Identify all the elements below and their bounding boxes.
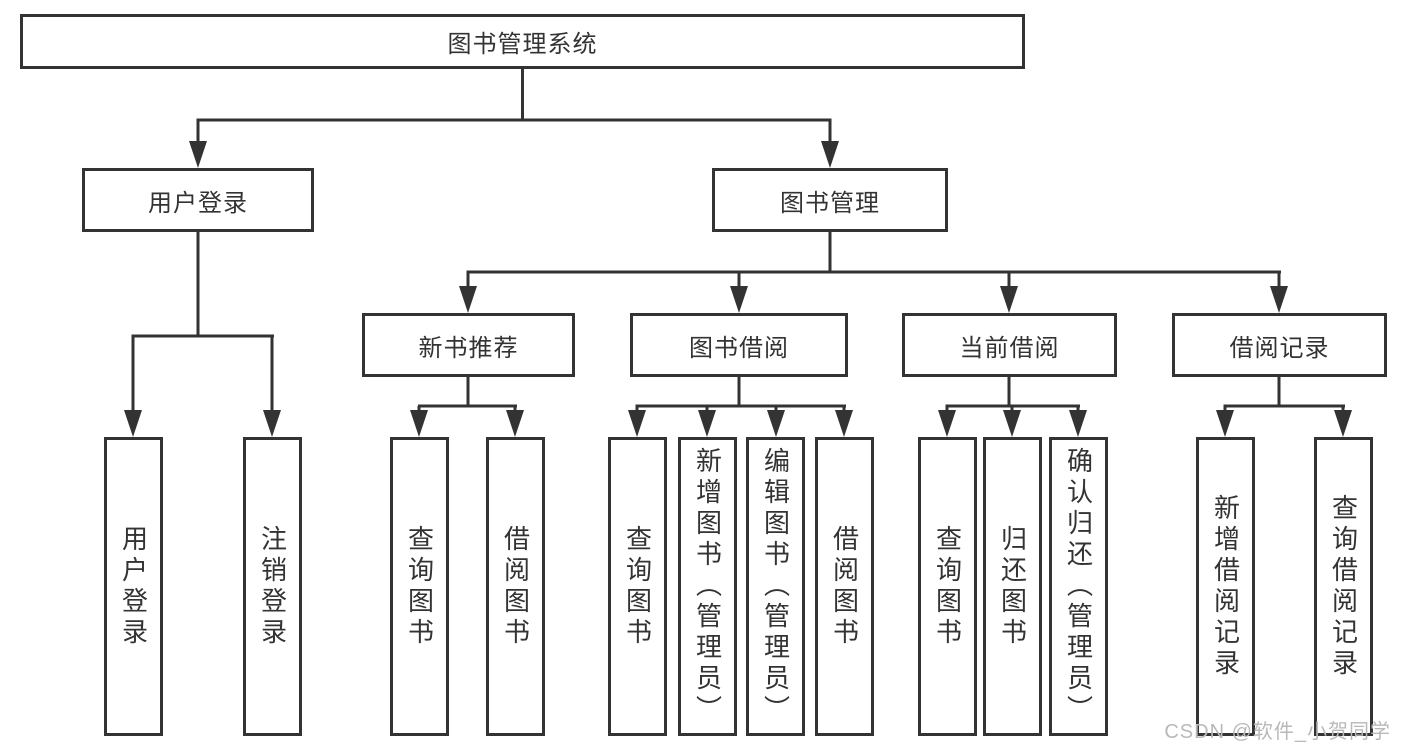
csdn-watermark: CSDN @软件_小贺同学	[1164, 721, 1391, 743]
node-book-borrowing: 图书借阅	[630, 313, 848, 377]
node-label: 查询借阅记录	[1328, 493, 1359, 680]
node-new-book-recommendation: 新书推荐	[362, 313, 575, 377]
node-label: 新增借阅记录	[1210, 493, 1241, 680]
node-label: 当前借阅	[959, 334, 1060, 362]
node-label: 确认归还（管理员）	[1063, 447, 1094, 726]
node-current-borrowing: 当前借阅	[902, 313, 1117, 377]
leaf-user-login: 用户登录	[104, 437, 163, 736]
node-label: 图书管理	[780, 189, 880, 217]
node-label: 编辑图书（管理员）	[760, 447, 791, 726]
leaf-add-book-admin: 新增图书（管理员）	[678, 437, 737, 736]
node-borrowing-records: 借阅记录	[1172, 313, 1387, 377]
node-label: 新增图书（管理员）	[692, 447, 723, 726]
node-library-management-system: 图书管理系统	[20, 14, 1025, 69]
leaf-logout: 注销登录	[243, 437, 302, 736]
leaf-query-books-recommend: 查询图书	[390, 437, 449, 736]
arrowhead-icons	[124, 141, 1352, 437]
node-label: 借阅记录	[1229, 334, 1330, 362]
node-label: 归还图书	[997, 524, 1028, 649]
node-label: 查询图书	[404, 524, 435, 649]
node-label: 新书推荐	[418, 334, 519, 362]
leaf-query-books-borrow: 查询图书	[608, 437, 667, 736]
node-book-management: 图书管理	[712, 168, 948, 232]
node-user-login: 用户登录	[82, 168, 314, 232]
leaf-query-borrow-record: 查询借阅记录	[1314, 437, 1373, 736]
leaf-edit-book-admin: 编辑图书（管理员）	[746, 437, 805, 736]
leaf-confirm-return-admin: 确认归还（管理员）	[1049, 437, 1108, 736]
node-label: 图书管理系统	[447, 31, 598, 58]
node-label: 查询图书	[932, 524, 963, 649]
leaf-add-borrow-record: 新增借阅记录	[1196, 437, 1255, 736]
leaf-return-book: 归还图书	[983, 437, 1042, 736]
node-label: 注销登录	[257, 524, 288, 649]
node-label: 借阅图书	[829, 524, 860, 649]
node-label: 图书借阅	[689, 334, 789, 362]
node-label: 用户登录	[148, 189, 248, 217]
leaf-query-books-current: 查询图书	[918, 437, 977, 736]
leaf-borrow-books: 借阅图书	[815, 437, 874, 736]
node-label: 查询图书	[622, 524, 653, 649]
node-label: 用户登录	[118, 524, 149, 649]
leaf-borrow-books-recommend: 借阅图书	[486, 437, 545, 736]
node-label: 借阅图书	[500, 524, 531, 649]
